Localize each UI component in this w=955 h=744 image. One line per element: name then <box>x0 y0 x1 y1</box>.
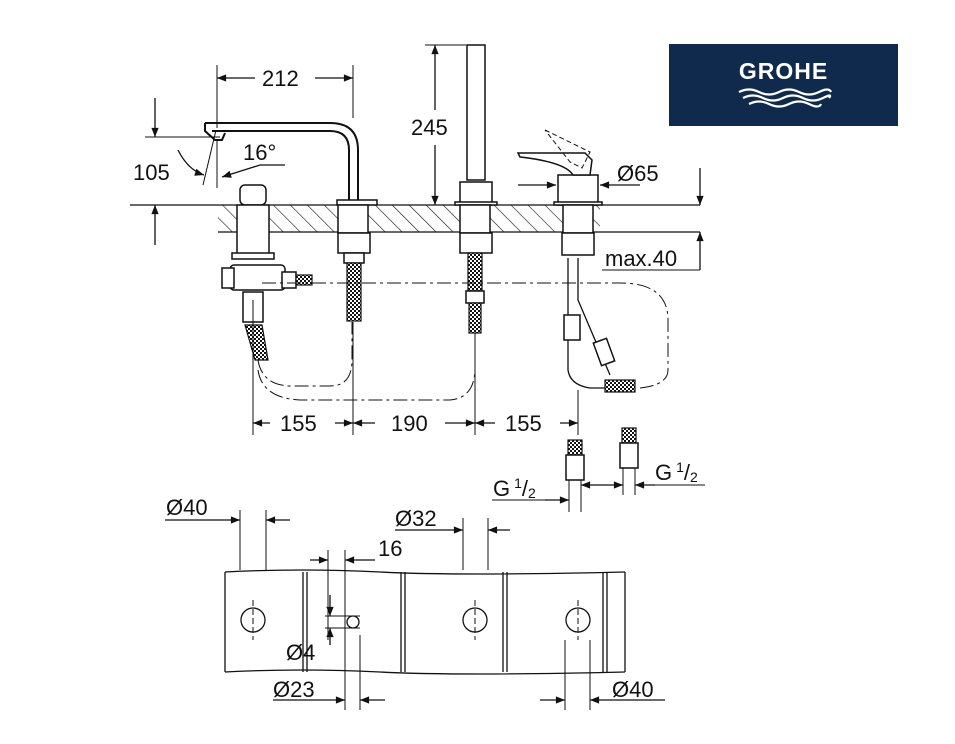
mixer-diameter-label: Ø65 <box>617 161 659 186</box>
spout <box>204 122 378 206</box>
small-hole-label: Ø4 <box>286 640 315 665</box>
offset-label: 16 <box>378 536 402 561</box>
hole-diverter <box>346 615 360 629</box>
hole-left-label: Ø40 <box>166 495 208 520</box>
mixer-handle <box>516 129 603 206</box>
hole-right-label: Ø40 <box>612 677 654 702</box>
shower-height-label: 245 <box>411 115 448 140</box>
deck-slab <box>130 204 700 233</box>
spacing-label-3: 155 <box>505 411 542 436</box>
spacing-label-2: 190 <box>391 411 428 436</box>
fitting-mixer <box>561 204 636 393</box>
wave-icon <box>738 88 833 108</box>
fitting-spout-diverter <box>221 184 313 361</box>
fitting-shower <box>459 204 493 334</box>
hole-shower-label: Ø32 <box>395 506 437 531</box>
deck-plan <box>224 569 626 675</box>
hole-diverter-label: Ø23 <box>273 677 315 702</box>
spout-angle-label: 16° <box>243 140 276 165</box>
spout-height-label: 105 <box>133 160 170 185</box>
centerlines <box>252 600 579 640</box>
spacing-dimension <box>252 300 579 435</box>
thread-connectors <box>492 427 705 512</box>
spacing-label-1: 155 <box>280 411 317 436</box>
hand-shower <box>454 44 498 206</box>
fitting-spout <box>337 204 371 322</box>
deck-thickness-label: max.40 <box>605 246 677 271</box>
grohe-logo: GROHE <box>669 44 898 126</box>
logo-text: GROHE <box>738 58 829 84</box>
spout-reach-label: 212 <box>262 66 299 91</box>
